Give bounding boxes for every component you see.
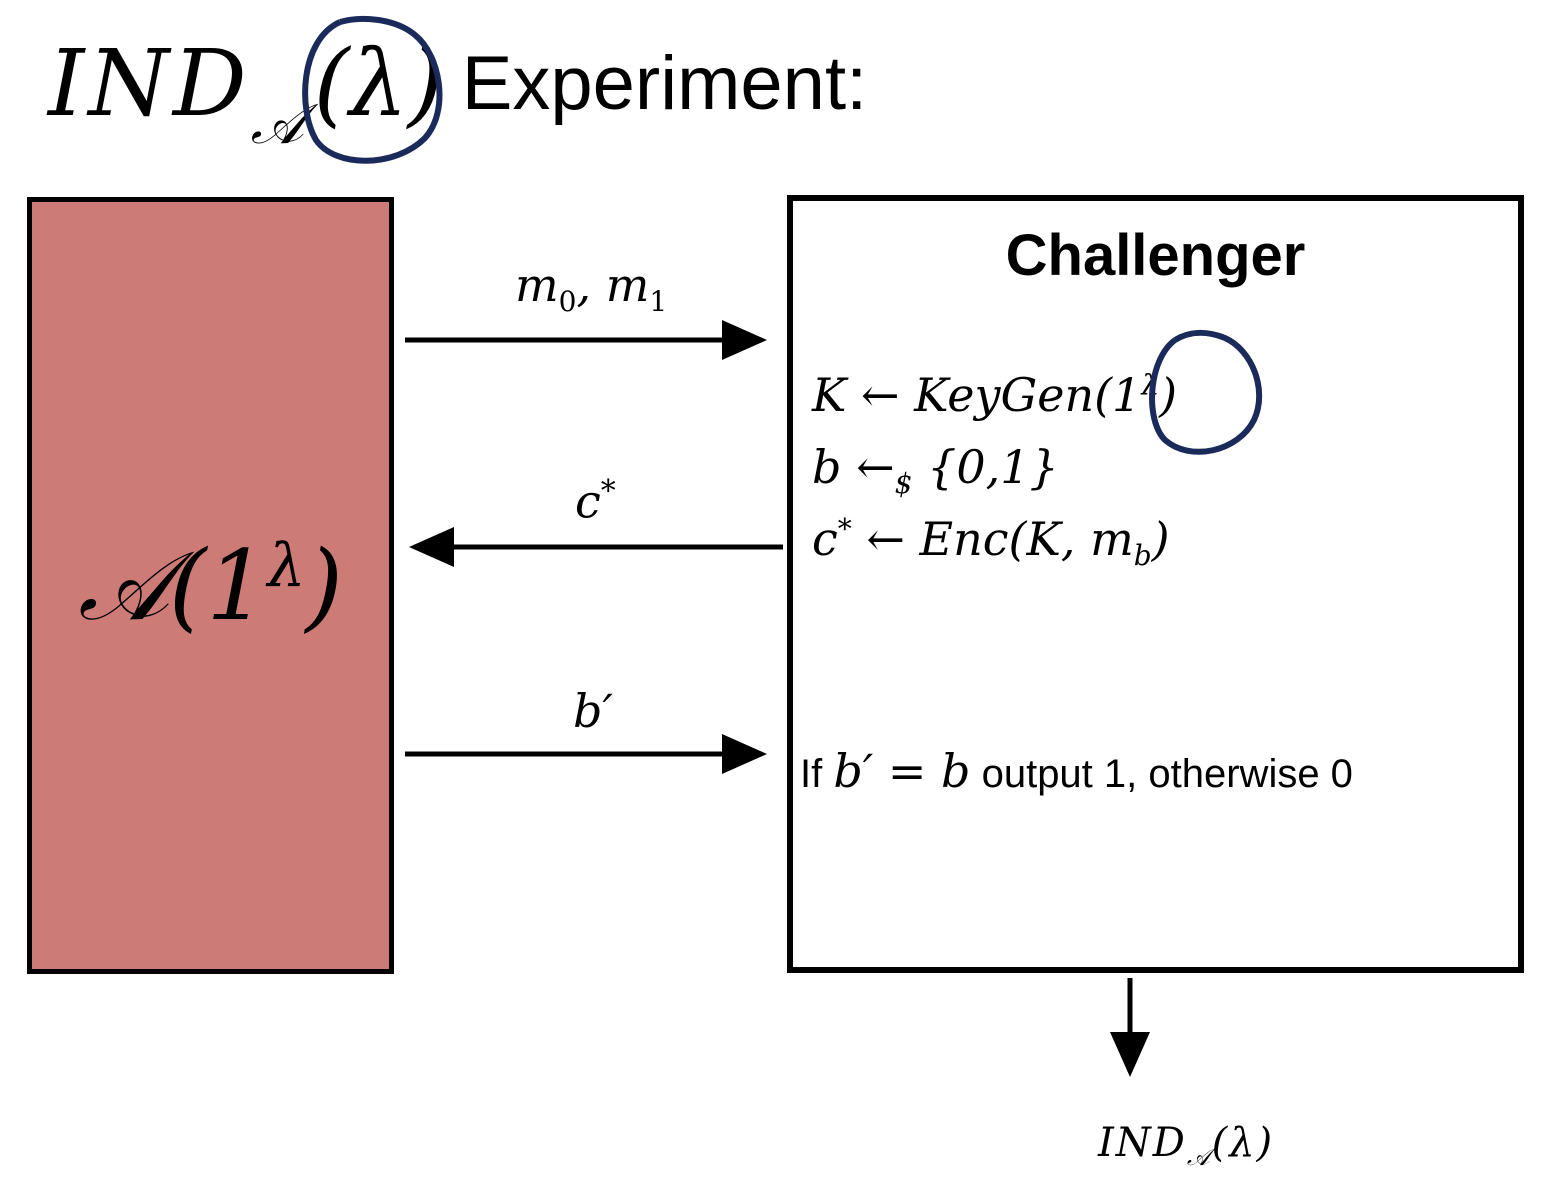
keygen-lhs: K ← KeyGen(1: [812, 368, 1142, 422]
bit-lhs: b ←: [812, 440, 895, 494]
c-base: c: [575, 474, 601, 529]
title-lambda: (λ): [313, 30, 444, 137]
output-if: If: [800, 752, 834, 796]
title-ind: IND: [48, 30, 251, 137]
output-condition: b′ = b: [833, 744, 971, 798]
output-text: output 1, otherwise 0: [970, 752, 1353, 796]
final-arg: (λ): [1211, 1120, 1275, 1166]
title-word: Experiment:: [461, 41, 868, 126]
adversary-sup: λ: [267, 531, 306, 601]
c-sup: *: [600, 474, 616, 509]
message-bprime-label: b′: [573, 684, 613, 738]
enc-close: ): [1151, 512, 1170, 566]
adversary-symbol: 𝒜(1: [78, 530, 268, 642]
challenger-box: [787, 195, 1524, 973]
keygen-lambda-circle: [1149, 330, 1263, 455]
encrypt-step: c* ← Enc(K, mb): [812, 512, 1170, 572]
enc-sup: *: [837, 512, 852, 546]
bit-sub: $: [894, 467, 913, 501]
m1-base: , m: [576, 258, 650, 312]
enc-c: c: [812, 512, 838, 566]
bit-sample-step: b ←$ {0,1}: [812, 440, 1059, 500]
adversary-close: ): [305, 530, 343, 642]
enc-sub: b: [1133, 539, 1152, 573]
bit-rhs: {0,1}: [912, 440, 1059, 494]
adversary-label: 𝒜(1λ): [32, 530, 389, 644]
m0-base: m: [515, 258, 559, 312]
final-ind: IND: [1098, 1120, 1187, 1166]
output-rule: If b′ = b output 1, otherwise 0: [800, 744, 1353, 798]
enc-mid: ← Enc(K, m: [851, 512, 1134, 566]
m1-sub: 1: [649, 285, 668, 319]
m0-sub: 0: [558, 285, 577, 319]
message-m0-m1-label: m0, m1: [515, 258, 667, 318]
adversary-box: [27, 197, 394, 974]
title-subscript: 𝒜: [250, 92, 304, 157]
title-lambda-circle: [302, 15, 443, 164]
message-cstar-label: c*: [575, 474, 616, 528]
page-title: IND𝒜(λ)Experiment:: [48, 30, 867, 160]
keygen-step: K ← KeyGen(1λ): [812, 368, 1177, 422]
final-output-label: IND𝒜(λ): [1098, 1120, 1274, 1171]
keygen-close: ): [1159, 368, 1178, 422]
challenger-title: Challenger: [1005, 223, 1306, 288]
final-sub: 𝒜: [1186, 1143, 1212, 1171]
